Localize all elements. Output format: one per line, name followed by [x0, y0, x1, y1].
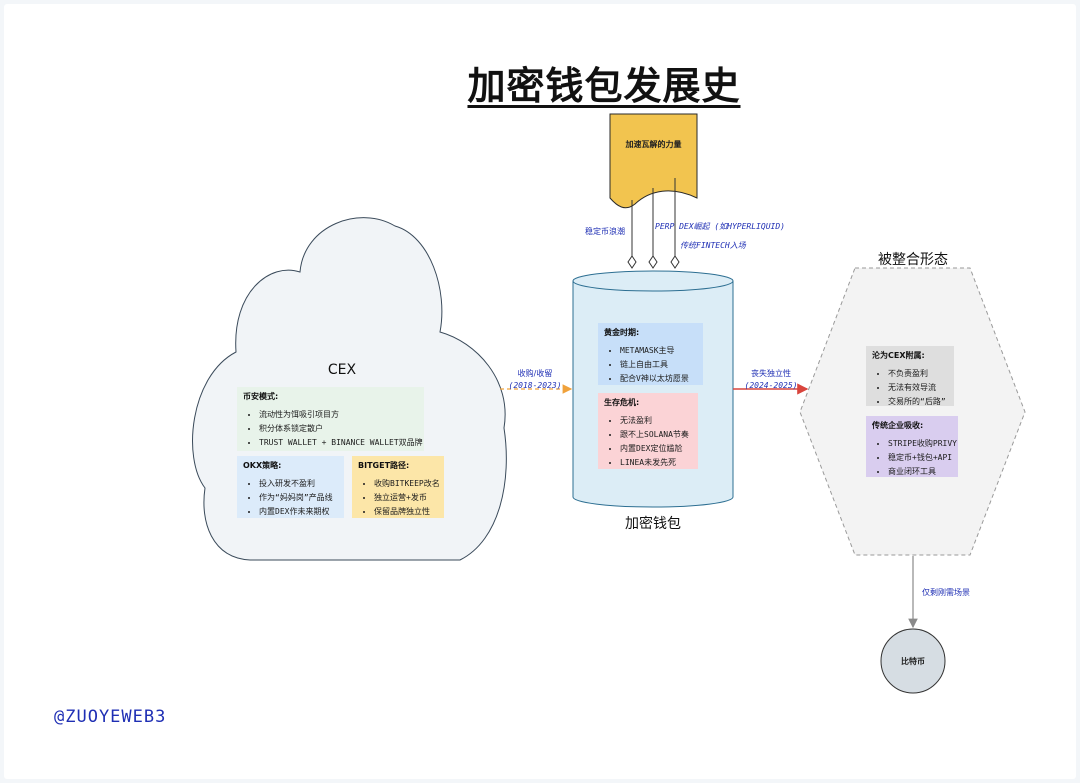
list-item: 流动性为饵吸引项目方: [259, 408, 418, 422]
edge-wallet-merged-period: (2024-2025): [744, 381, 798, 390]
wallet-label: 加密钱包: [625, 516, 681, 532]
list-item: 稳定币+钱包+API: [888, 451, 952, 465]
wallet-cylinder-shape: [572, 270, 734, 508]
cex-binance-heading: 币安模式:: [243, 392, 279, 401]
force-item-stablecoin: 稳定币浪潮: [585, 227, 625, 236]
edge-wallet-merged-label: 丧失独立性 (2024-2025): [736, 368, 806, 392]
wallet-crisis-box: 生存危机: 无法盈利 跟不上SOLANA节奏 内置DEX定位尴尬 LINEA未发…: [598, 393, 698, 469]
wallet-golden-box: 黄金时期: METAMASK主导 链上自由工具 配合V神以太坊愿景: [598, 323, 703, 385]
merged-cex-attached-box: 沦为CEX附属: 不负责盈利 无法有效导流 交易所的“后路”: [866, 346, 954, 406]
list-item: 内置DEX作未来期权: [259, 505, 338, 519]
author-handle: @ZUOYEWEB3: [54, 707, 167, 727]
force-label: 加速瓦解的力量: [625, 140, 682, 149]
list-item: 保留品牌独立性: [374, 505, 438, 519]
cex-okx-heading: OKX策略:: [243, 461, 282, 470]
list-item: 交易所的“后路”: [888, 395, 948, 409]
list-item: 无法盈利: [620, 414, 692, 428]
list-item: TRUST WALLET + BINANCE WALLET双品牌: [259, 436, 423, 450]
list-item: STRIPE收购PRIVY: [888, 437, 957, 451]
force-item-fintech-text: 传统FINTECH入场: [680, 241, 746, 250]
merged-traditional-heading: 传统企业吸收:: [872, 421, 924, 430]
list-item: 作为“妈妈岗”产品线: [259, 491, 338, 505]
merged-hexagon-shape: [799, 267, 1026, 556]
cex-okx-box: OKX策略: 投入研发不盈利 作为“妈妈岗”产品线 内置DEX作未来期权: [237, 456, 344, 518]
list-item: 无法有效导流: [888, 381, 948, 395]
edge-cex-wallet-label-text: 收购/收留: [517, 369, 553, 378]
list-item: 内置DEX定位尴尬: [620, 442, 692, 456]
list-item: 不负责盈利: [888, 367, 948, 381]
list-item: 独立运营+发币: [374, 491, 438, 505]
list-item: 链上自由工具: [620, 358, 697, 372]
list-item: LINEA未发先死: [620, 456, 692, 470]
edge-merged-btc-label: 仅剩刚需场景: [922, 588, 970, 597]
force-item-perp-dex-text: PERP DEX崛起 (如HYPERLIQUID): [655, 222, 785, 231]
list-item: 收购BITKEEP改名: [374, 477, 440, 491]
list-item: 跟不上SOLANA节奏: [620, 428, 692, 442]
page-title: 加密钱包发展史: [467, 64, 741, 108]
cex-bitget-heading: BITGET路径:: [358, 461, 410, 470]
list-item: METAMASK主导: [620, 344, 697, 358]
list-item: 配合V神以太坊愿景: [620, 372, 697, 386]
merged-cex-attached-heading: 沦为CEX附属:: [872, 351, 925, 360]
list-item: 投入研发不盈利: [259, 477, 338, 491]
wallet-golden-heading: 黄金时期:: [604, 328, 640, 337]
list-item: 积分体系锁定散户: [259, 422, 418, 436]
force-item-perp-dex: PERP DEX崛起 (如HYPERLIQUID): [655, 221, 795, 233]
merged-label: 被整合形态: [878, 252, 948, 268]
bitcoin-circle-shape: [880, 628, 946, 694]
bitcoin-label: 比特币: [901, 657, 925, 666]
edge-wallet-merged-label-text: 丧失独立性: [751, 369, 791, 378]
cex-binance-box: 币安模式: 流动性为饵吸引项目方 积分体系锁定散户 TRUST WALLET +…: [237, 387, 424, 451]
edge-cex-wallet-label: 收购/收留 (2018-2023): [500, 368, 570, 392]
cex-label: CEX: [327, 362, 357, 378]
list-item: 商业闭环工具: [888, 465, 952, 479]
wallet-crisis-heading: 生存危机:: [604, 398, 640, 407]
cex-bitget-box: BITGET路径: 收购BITKEEP改名 独立运营+发币 保留品牌独立性: [352, 456, 444, 518]
merged-traditional-box: 传统企业吸收: STRIPE收购PRIVY 稳定币+钱包+API 商业闭环工具: [866, 416, 958, 477]
edge-cex-wallet-period: (2018-2023): [508, 381, 562, 390]
force-item-fintech: 传统FINTECH入场: [680, 240, 780, 252]
